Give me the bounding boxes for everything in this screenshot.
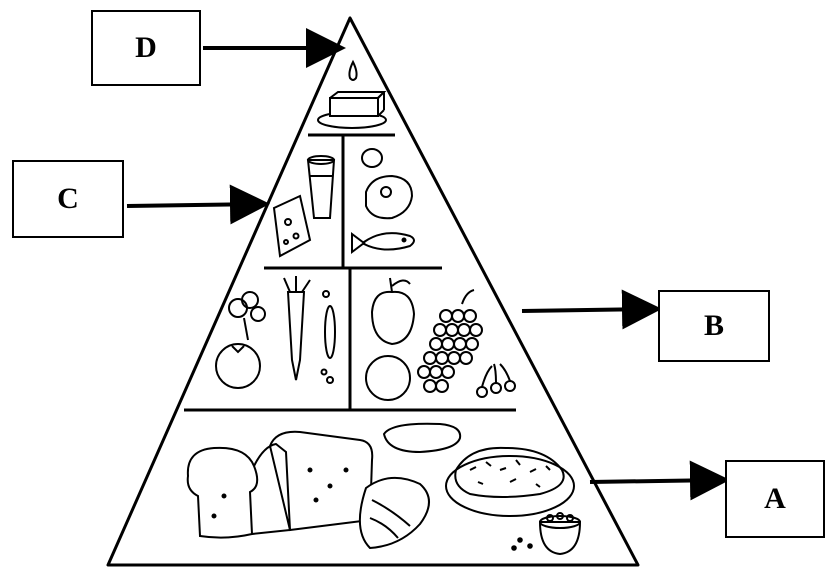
corn-icon [360,478,429,548]
meat-steak-icon [366,176,412,218]
bread-loaf-icon [188,432,373,538]
arrow-c [127,204,262,206]
label-box-b: B [658,290,770,362]
label-box-a: A [725,460,825,538]
label-a-text: A [764,482,786,516]
label-box-c: C [12,160,124,238]
peas-icon [322,291,336,383]
rice-plate-icon [446,448,574,516]
cereal-bowl-icon [512,513,580,554]
label-box-d: D [91,10,201,86]
orange-icon [366,356,410,400]
apple-icon [372,278,414,344]
carrot-icon [284,276,310,380]
label-d-text: D [135,31,157,65]
tomato-icon [216,344,260,388]
pointer-arrows [127,48,722,482]
cheese-icon [274,196,310,256]
bread-roll-icon [384,424,460,452]
butter-icon [318,92,386,128]
cherries-icon [477,364,515,397]
tier-b-fruits-vegetables [216,276,515,400]
milk-glass-icon [308,156,334,218]
tier-d-fats [318,62,386,128]
arrow-b [522,309,654,311]
tier-dividers [184,135,516,410]
grapes-icon [418,290,482,392]
arrow-a [590,480,722,482]
tier-a-grains [188,424,580,554]
egg-icon [362,149,382,167]
fish-icon [352,233,414,252]
broccoli-icon [229,292,265,340]
label-b-text: B [704,309,724,343]
oil-drop-icon [349,62,356,80]
label-c-text: C [57,182,79,216]
